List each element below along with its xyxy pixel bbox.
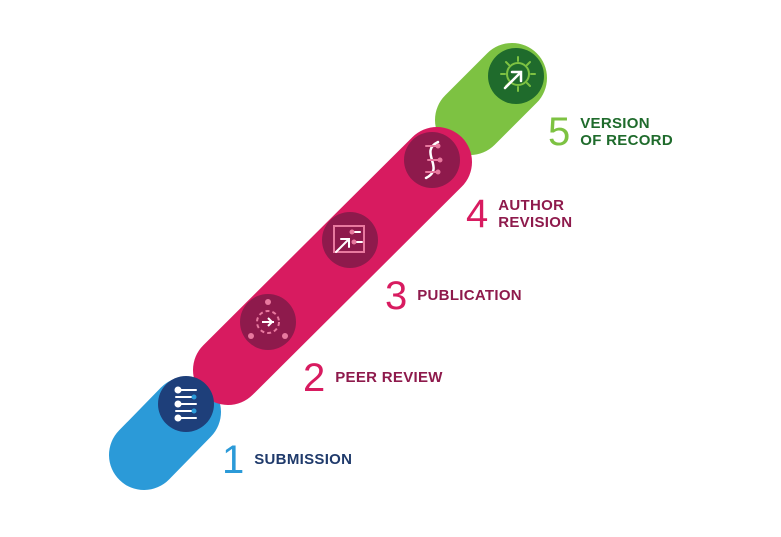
step-4-number: 4 xyxy=(466,192,489,236)
step-3-title: PUBLICATION xyxy=(417,287,522,305)
submission-node xyxy=(158,376,214,432)
publication-node xyxy=(322,212,378,268)
step-2-number: 2 xyxy=(303,356,326,400)
helix-icon xyxy=(424,140,443,180)
step-5-title: VERSION OF RECORD xyxy=(580,114,673,149)
step-5-label: 5 VERSION OF RECORD xyxy=(548,112,673,152)
author-revision-node xyxy=(404,132,460,188)
peer-review-node xyxy=(240,294,296,350)
step-1-label: 1 SUBMISSION xyxy=(222,440,352,480)
step-4-label: 4 AUTHOR REVISION xyxy=(466,194,572,234)
publication-arrow-icon xyxy=(333,225,365,253)
step-1-number: 1 xyxy=(222,438,245,482)
step-3-number: 3 xyxy=(385,274,408,318)
step-2-label: 2 PEER REVIEW xyxy=(303,358,443,398)
step-4-title: AUTHOR REVISION xyxy=(498,196,573,231)
review-network-icon xyxy=(248,299,288,339)
step-3-label: 3 PUBLICATION xyxy=(385,276,522,316)
step-1-title: SUBMISSION xyxy=(254,451,353,469)
dna-strand-icon xyxy=(174,386,197,422)
step-5-number: 5 xyxy=(548,110,571,154)
version-of-record-node xyxy=(488,48,544,104)
virus-arrow-icon xyxy=(500,56,536,92)
step-2-title: PEER REVIEW xyxy=(335,369,443,387)
